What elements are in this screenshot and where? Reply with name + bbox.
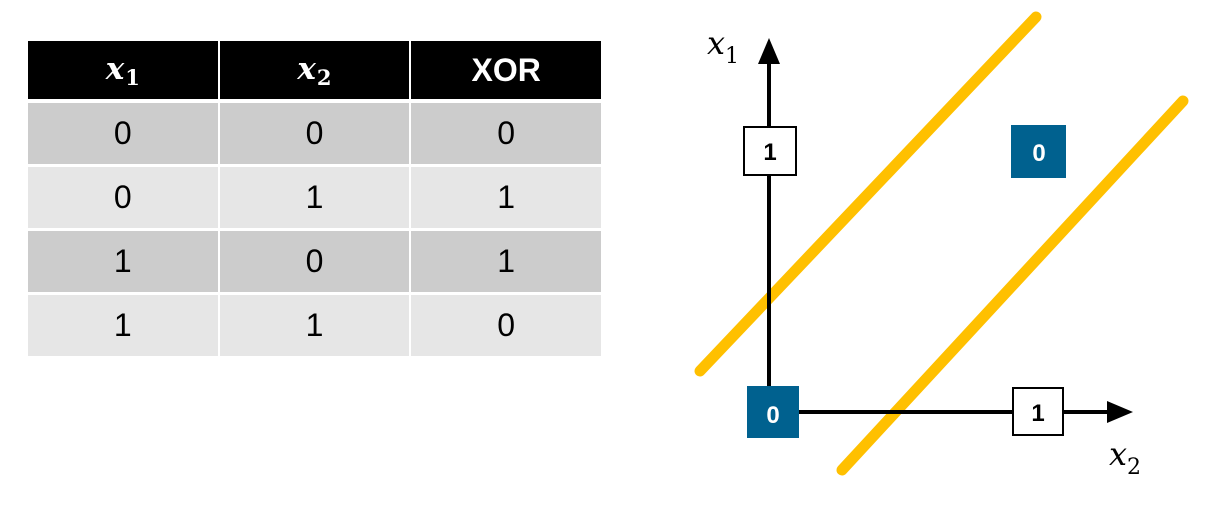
y-axis-label-var: x (707, 24, 725, 62)
point-box-outlined (743, 126, 797, 176)
xor-truth-table: x1 x2 XOR 0 0 0 0 1 1 1 0 1 1 1 0 (26, 41, 603, 359)
cell-x2: 0 (217, 101, 412, 167)
boundary-line-lower (836, 95, 1189, 476)
header-x1: x1 (26, 41, 220, 103)
header-x1-sub: 1 (125, 64, 140, 90)
boundary-line-upper (694, 11, 1042, 377)
y-axis-label-sub: 1 (725, 44, 739, 69)
point-box-filled (747, 386, 799, 438)
header-x2-var: x (297, 50, 316, 87)
table-row: 1 0 1 (26, 229, 603, 295)
point-x1-1-x2-1: 0 (1011, 125, 1066, 178)
cell-x1: 1 (26, 229, 220, 295)
header-xor: XOR (409, 41, 603, 103)
point-label: 0 (1032, 140, 1045, 167)
x-axis-label-var: x (1109, 435, 1127, 473)
cell-x2: 1 (217, 165, 412, 231)
y-axis-arrowhead (758, 38, 780, 64)
cell-xor: 0 (409, 293, 603, 359)
point-x1-1-x2-0: 1 (743, 126, 797, 176)
point-label: 1 (763, 139, 776, 166)
cell-x1: 1 (26, 293, 220, 359)
header-x2: x2 (217, 41, 412, 103)
table-header-row: x1 x2 XOR (26, 41, 603, 103)
x-axis-arrowhead (1107, 401, 1133, 423)
header-x2-sub: 2 (316, 64, 332, 90)
table-row: 0 1 1 (26, 165, 603, 231)
xor-plot: x1 x2 0 1 1 0 (694, 11, 1189, 480)
point-x1-0-x2-0: 0 (747, 386, 799, 438)
header-x1-var: x (105, 50, 125, 87)
cell-x2: 1 (217, 293, 412, 359)
cell-x1: 0 (26, 165, 220, 231)
cell-xor: 1 (409, 165, 603, 231)
point-box-outlined (1012, 387, 1064, 436)
point-box-filled (1011, 125, 1066, 178)
y-axis-label: x1 (707, 24, 739, 69)
point-label: 0 (766, 402, 779, 429)
point-label: 1 (1031, 400, 1044, 427)
cell-xor: 1 (409, 229, 603, 295)
table-row: 1 1 0 (26, 293, 603, 359)
x-axis-label: x2 (1109, 435, 1141, 480)
cell-x2: 0 (217, 229, 412, 295)
table-row: 0 0 0 (26, 101, 603, 167)
x-axis-label-sub: 2 (1127, 455, 1141, 480)
cell-x1: 0 (26, 101, 220, 167)
point-x1-0-x2-1: 1 (1012, 387, 1064, 436)
cell-xor: 0 (409, 101, 603, 167)
